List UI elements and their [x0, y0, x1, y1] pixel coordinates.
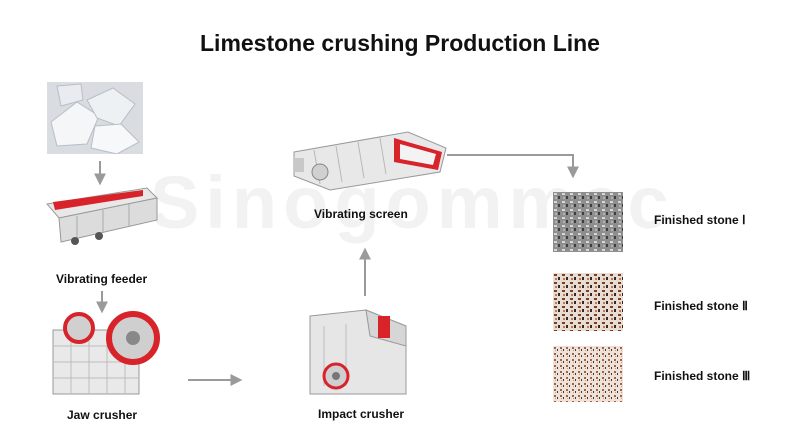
- impact-crusher-image: [309, 309, 407, 395]
- finished-stone-1-label: Finished stone Ⅰ: [654, 213, 746, 227]
- diagram-title: Limestone crushing Production Line: [200, 30, 600, 56]
- impact-crusher-label: Impact crusher: [318, 407, 405, 421]
- finished-stone-1-image: [553, 192, 623, 252]
- limestone-image: [47, 82, 143, 154]
- vibrating-feeder-label: Vibrating feeder: [56, 272, 148, 286]
- finished-stone-2-label: Finished stone Ⅱ: [654, 299, 748, 313]
- jaw-crusher-label: Jaw crusher: [67, 408, 138, 422]
- finished-stone-3-label: Finished stone Ⅲ: [654, 369, 751, 383]
- vibrating-screen-label: Vibrating screen: [314, 207, 408, 221]
- vibrating-feeder-image: [46, 187, 159, 245]
- finished-stone-2-image: [553, 273, 623, 331]
- vibrating-screen-image: [293, 131, 447, 191]
- finished-stone-3-image: [553, 346, 623, 402]
- jaw-crusher-image: [52, 311, 160, 395]
- arrow-screen-to-output: [447, 154, 579, 179]
